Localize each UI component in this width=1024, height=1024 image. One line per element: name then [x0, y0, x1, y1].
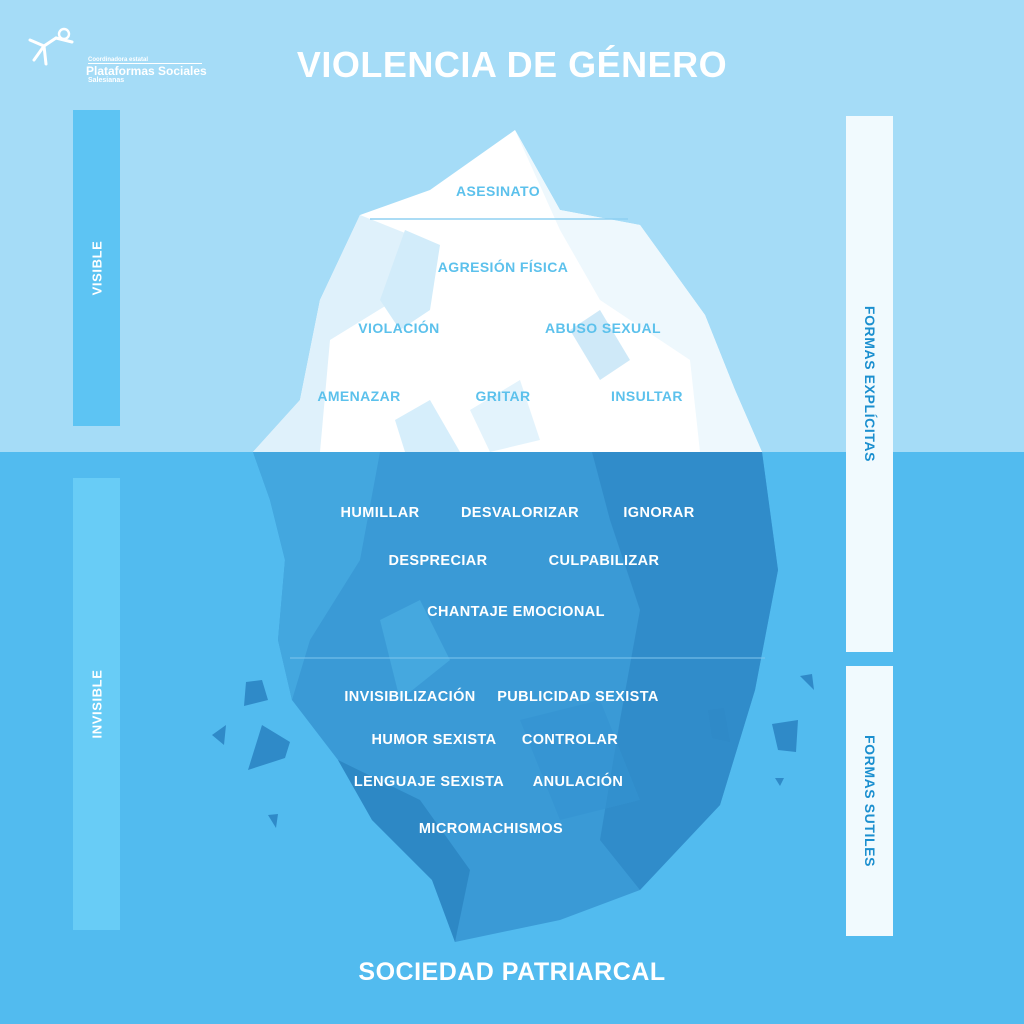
subtle-forms-bar: FORMAS SUTILES: [846, 666, 893, 936]
visible-bar: VISIBLE: [73, 110, 120, 426]
iceberg-underwater-facet: [380, 600, 450, 700]
iceberg-underwater-facet: [338, 760, 470, 942]
ice-shard: [244, 680, 268, 706]
iceberg-underwater-facet: [253, 452, 380, 700]
logo-line-3: Salesianas: [88, 77, 125, 84]
word-anulacion: ANULACIÓN: [532, 774, 624, 790]
iceberg-tip-shade: [570, 310, 630, 380]
explicit-forms-label: FORMAS EXPLÍCITAS: [861, 305, 878, 463]
word-despreciar: DESPRECIAR: [388, 553, 488, 569]
iceberg-tip-shade: [395, 400, 460, 452]
ice-shard: [775, 778, 784, 786]
iceberg-tip-shade: [515, 130, 762, 452]
word-chantaje-emocional: CHANTAJE EMOCIONAL: [427, 604, 605, 620]
visible-label: VISIBLE: [89, 240, 104, 296]
iceberg-underwater-facet: [520, 700, 640, 820]
invisible-bar: INVISIBLE: [73, 478, 120, 930]
word-amenazar: AMENAZAR: [317, 388, 401, 404]
logo-figure-icon: [28, 27, 74, 66]
word-asesinato: ASESINATO: [456, 183, 540, 199]
word-gritar: GRITAR: [475, 388, 531, 404]
subtle-forms-label: FORMAS SUTILES: [861, 734, 878, 868]
word-ignorar: IGNORAR: [623, 505, 695, 521]
logo: Coordinadora estatal Plataformas Sociale…: [26, 26, 207, 86]
word-publicidad-sexista: PUBLICIDAD SEXISTA: [497, 689, 659, 705]
word-invisibilizacion: INVISIBILIZACIÓN: [344, 689, 476, 705]
word-micromachismos: MICROMACHISMOS: [418, 821, 564, 837]
word-agresion-fisica: AGRESIÓN FÍSICA: [437, 259, 569, 275]
logo-rule: [88, 63, 202, 64]
ice-shard: [248, 725, 290, 770]
word-culpabilizar: CULPABILIZAR: [548, 553, 660, 569]
word-abuso-sexual: ABUSO SEXUAL: [544, 320, 662, 336]
logo-line-2: Plataformas Sociales: [86, 64, 207, 78]
word-insultar: INSULTAR: [611, 388, 683, 404]
ice-shard: [212, 725, 226, 745]
iceberg-underwater-facet: [592, 452, 778, 890]
word-humor-sexista: HUMOR SEXISTA: [371, 732, 497, 748]
ice-shard: [772, 720, 798, 752]
page-title: VIOLENCIA DE GÉNERO: [296, 44, 728, 85]
explicit-forms-bar: FORMAS EXPLÍCITAS: [846, 116, 893, 652]
word-lenguaje-sexista: LENGUAJE SEXISTA: [353, 774, 505, 790]
iceberg-tip: [253, 130, 762, 452]
word-violacion: VIOLACIÓN: [358, 320, 440, 336]
word-controlar: CONTROLAR: [521, 732, 619, 748]
logo-line-1: Coordinadora estatal: [88, 57, 149, 63]
ice-shard: [800, 674, 814, 690]
iceberg-tip-shade: [470, 380, 540, 452]
iceberg-tip-shade: [380, 230, 440, 330]
invisible-label: INVISIBLE: [89, 669, 104, 739]
word-desvalorizar: DESVALORIZAR: [460, 505, 580, 521]
iceberg-tip-shade: [253, 215, 410, 452]
ice-shard: [708, 708, 730, 742]
ice-shard: [268, 814, 278, 828]
footer-title: SOCIEDAD PATRIARCAL: [358, 958, 666, 986]
word-humillar: HUMILLAR: [340, 505, 420, 521]
